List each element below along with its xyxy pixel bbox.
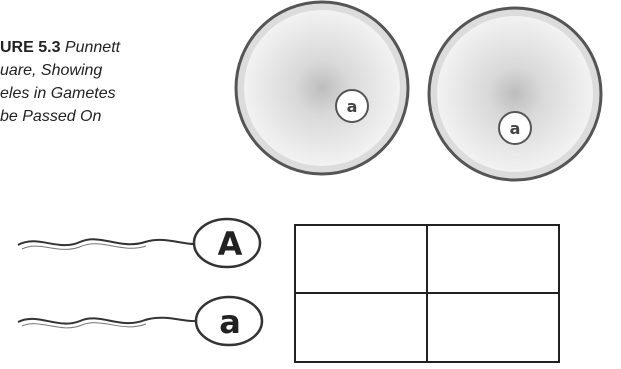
sperm-1-tail: [18, 239, 196, 245]
sperm-cell-1: A: [18, 219, 260, 267]
egg-2-allele: a: [510, 119, 521, 138]
sperm-2-allele: a: [219, 303, 241, 341]
egg-2-cytoplasm: [437, 16, 593, 172]
sperm-cell-2: a: [18, 297, 262, 345]
egg-1-allele: a: [347, 97, 358, 116]
sperm-2-tail: [18, 318, 196, 324]
egg-1-cytoplasm: [244, 10, 400, 166]
sperm-1-allele: A: [218, 225, 243, 263]
punnett-square: [295, 225, 559, 362]
egg-cell-1: a: [236, 2, 408, 174]
egg-cell-2: a: [429, 8, 601, 180]
